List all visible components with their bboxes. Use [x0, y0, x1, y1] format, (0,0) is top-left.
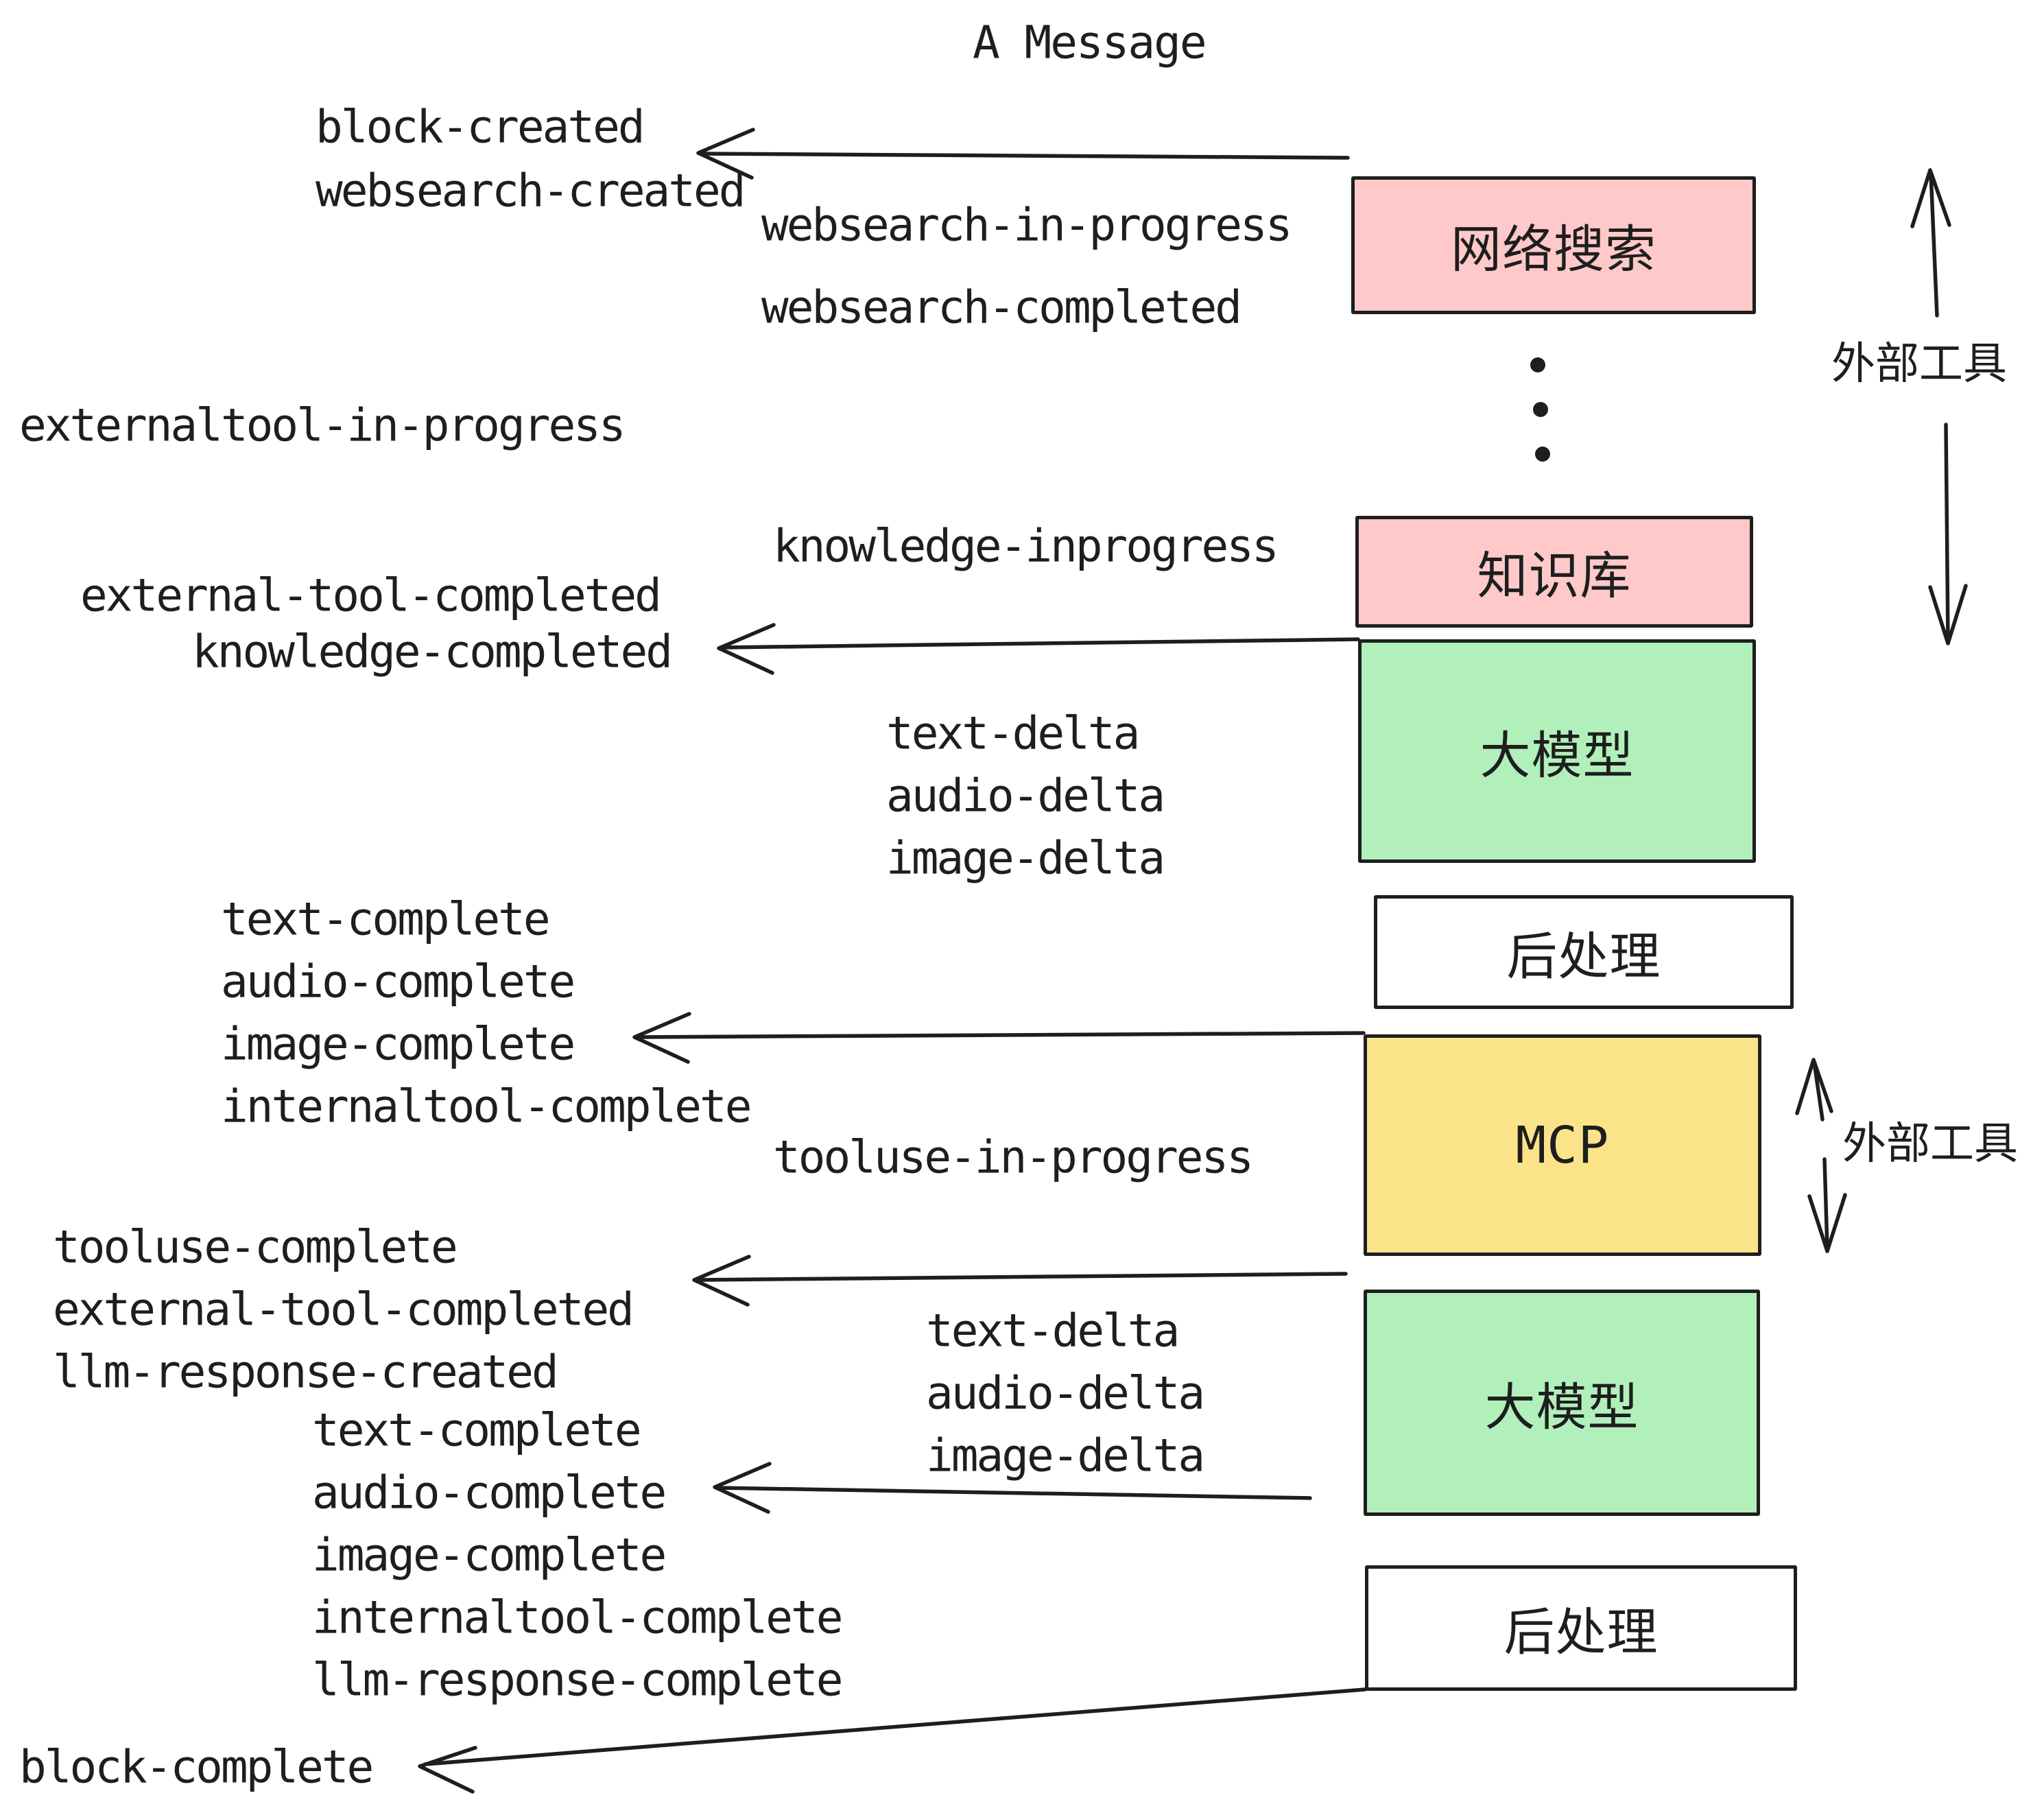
box-llm-1: 大模型	[1358, 639, 1756, 863]
external-tools-label-mcp: 外部工具	[1842, 1119, 2018, 1170]
event-label-knowledge-completed: knowledge-completed	[192, 625, 673, 678]
diagram-title: A Message	[973, 16, 1207, 69]
event-label-knowledge-inprogress: knowledge-inprogress	[773, 519, 1279, 573]
arrow-to-audio-complete	[713, 1462, 1312, 1514]
event-label-block-complete: block-complete	[19, 1740, 374, 1794]
box-postprocess-2: 后处理	[1365, 1565, 1797, 1691]
box-postprocess-1-label: 后处理	[1506, 927, 1661, 986]
event-label-websearch-completed: websearch-completed	[761, 281, 1242, 334]
box-knowledge: 知识库	[1355, 516, 1753, 628]
event-label-audio-delta: audio-delta	[886, 769, 1165, 822]
event-label-external-tool-completed-2: external-tool-completed	[53, 1283, 634, 1336]
event-label-internaltool-complete: internaltool-complete	[221, 1080, 752, 1133]
external-tools-mcp-double-arrow	[1795, 1058, 1847, 1253]
event-label-websearch-created: websearch-created	[316, 164, 746, 217]
event-label-text-delta-2: text-delta	[926, 1304, 1180, 1357]
event-label-block-created: block-created	[316, 100, 645, 154]
event-label-llm-response-complete: llm-response-complete	[312, 1653, 843, 1707]
box-mcp-label: MCP	[1515, 1115, 1610, 1175]
box-llm-2-label: 大模型	[1484, 1377, 1639, 1437]
vertical-ellipsis	[1530, 357, 1550, 462]
box-llm-1-label: 大模型	[1479, 726, 1635, 785]
event-label-internaltool-complete-2: internaltool-complete	[312, 1591, 843, 1644]
event-label-image-complete: image-complete	[221, 1017, 575, 1071]
arrow-to-block-complete	[418, 1687, 1367, 1794]
box-websearch: 网络搜索	[1351, 176, 1756, 314]
event-label-audio-complete-2: audio-complete	[312, 1466, 667, 1519]
event-label-text-complete-2: text-complete	[312, 1403, 642, 1457]
event-label-llm-response-created: llm-response-created	[53, 1345, 559, 1399]
arrow-to-websearch-created	[696, 128, 1350, 180]
external-tools-label-top: 外部工具	[1831, 339, 2007, 390]
box-mcp: MCP	[1364, 1034, 1761, 1256]
event-label-audio-complete: audio-complete	[221, 955, 575, 1008]
event-label-image-complete-2: image-complete	[312, 1528, 667, 1582]
event-label-text-complete: text-complete	[221, 892, 551, 946]
arrow-to-tooluse-complete	[692, 1255, 1348, 1307]
event-label-text-delta: text-delta	[886, 707, 1140, 760]
box-llm-2: 大模型	[1364, 1290, 1760, 1516]
box-knowledge-label: 知识库	[1477, 547, 1632, 606]
event-label-websearch-in-progress: websearch-in-progress	[761, 198, 1292, 252]
event-label-image-delta: image-delta	[886, 831, 1165, 885]
event-label-audio-delta-2: audio-delta	[926, 1366, 1205, 1420]
arrow-to-image-complete	[632, 1012, 1366, 1064]
box-postprocess-2-label: 后处理	[1504, 1603, 1659, 1662]
box-websearch-label: 网络搜索	[1451, 220, 1656, 279]
box-postprocess-1: 后处理	[1374, 895, 1794, 1009]
event-label-externaltool-in-progress: externaltool-in-progress	[19, 399, 626, 452]
event-label-tooluse-complete: tooluse-complete	[53, 1220, 458, 1274]
external-tools-top-double-arrow	[1910, 168, 1968, 645]
arrow-to-knowledge-completed	[717, 623, 1360, 675]
event-label-external-tool-completed: external-tool-completed	[80, 569, 662, 622]
event-label-image-delta-2: image-delta	[926, 1429, 1205, 1482]
event-label-tooluse-in-progress: tooluse-in-progress	[773, 1130, 1254, 1184]
